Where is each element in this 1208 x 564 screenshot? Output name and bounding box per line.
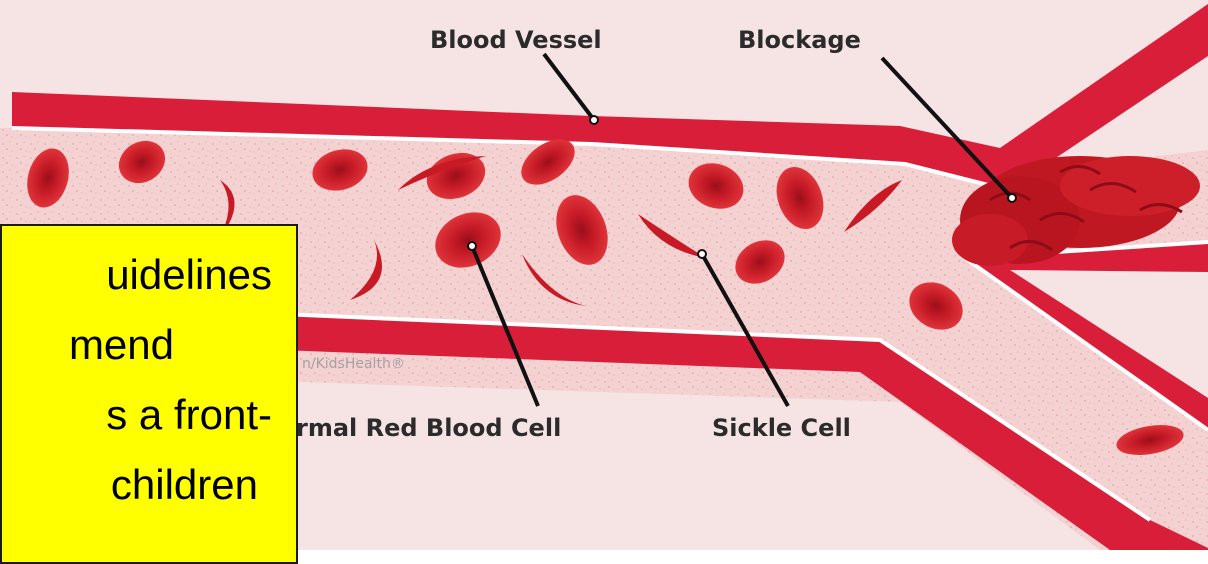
note-line: children [111, 464, 258, 506]
label-sickle-cell: Sickle Cell [712, 414, 851, 442]
label-normal-red-blood-cell: rmal Red Blood Cell [296, 414, 561, 442]
callout-note: uidelines mend s a front- children [0, 224, 298, 564]
diagram-stage: Blood Vessel Blockage rmal Red Blood Cel… [0, 0, 1208, 550]
note-line: mend [69, 324, 174, 366]
note-line: uidelines [106, 254, 272, 296]
image-credit: n/KidsHealth® [302, 356, 405, 372]
label-blockage: Blockage [738, 26, 861, 54]
note-line: s a front- [106, 394, 272, 436]
label-blood-vessel: Blood Vessel [430, 26, 602, 54]
